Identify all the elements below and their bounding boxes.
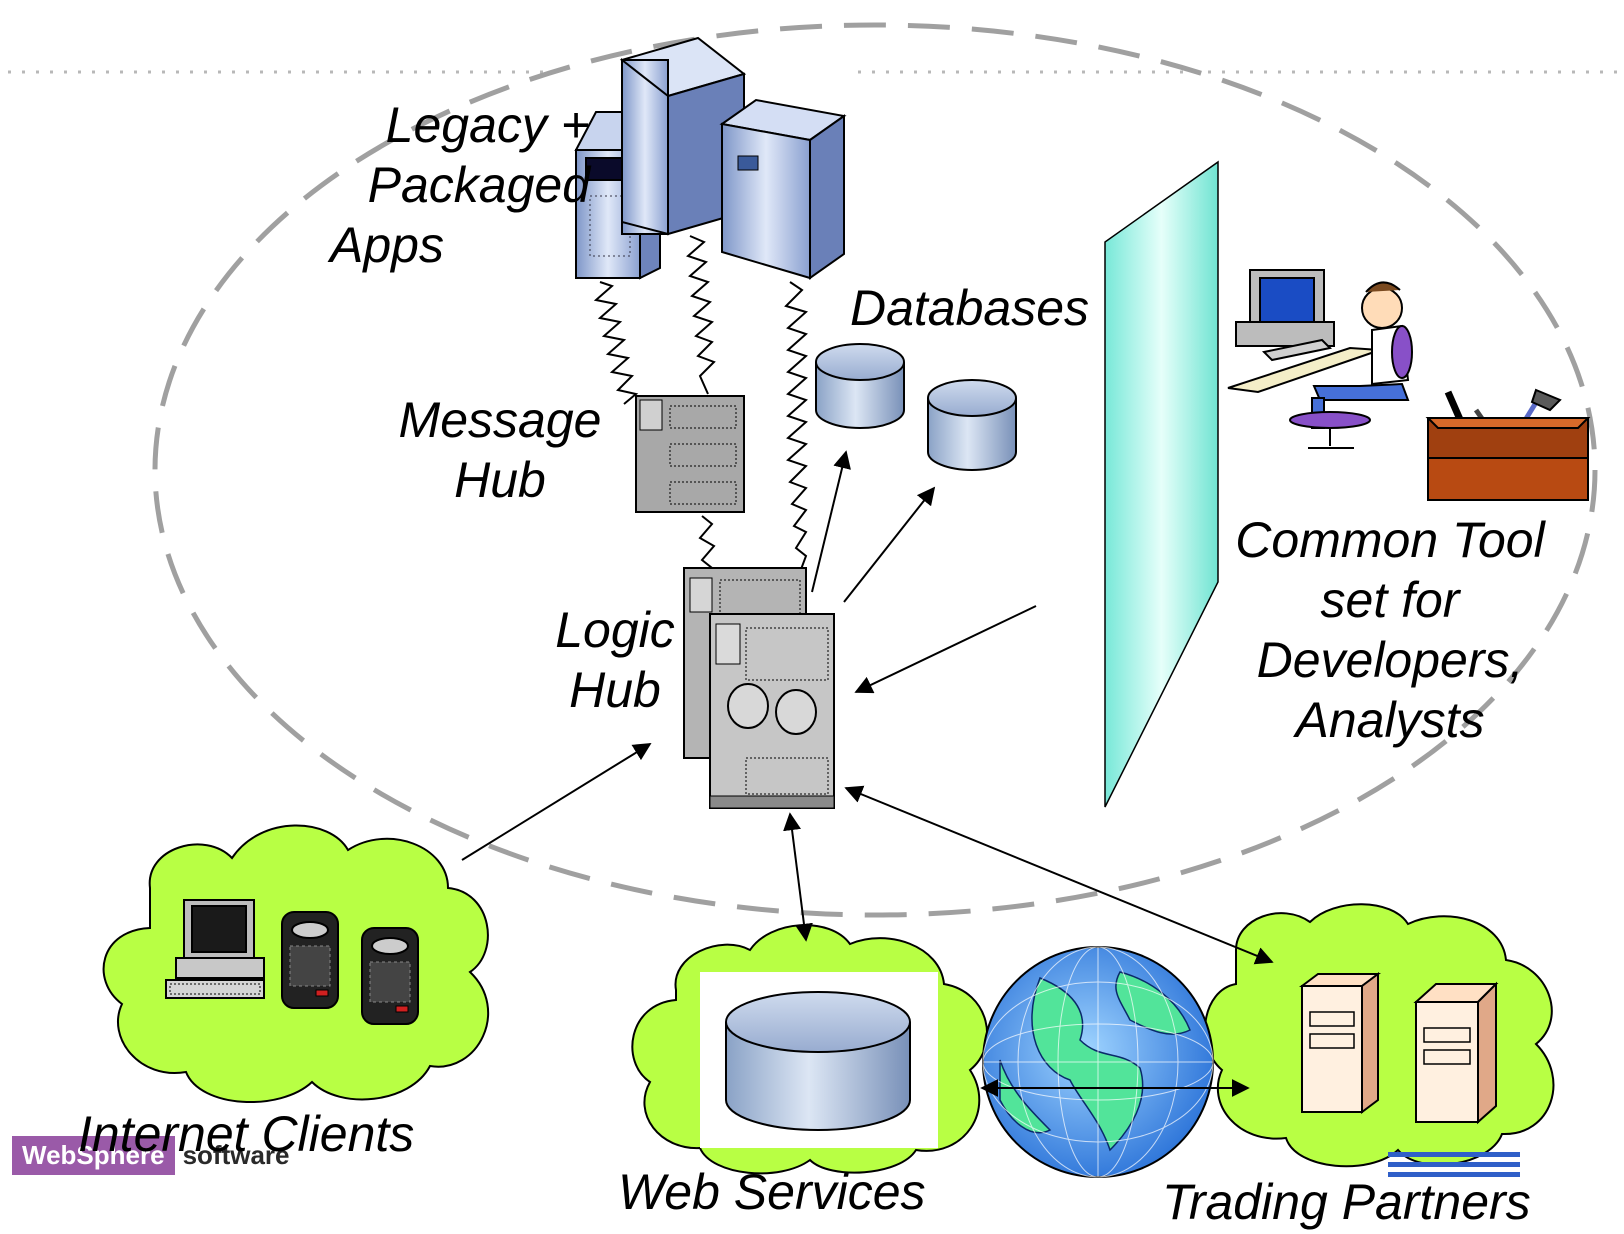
flow-arrows [461, 450, 1274, 1097]
ibm-logo-icon [1388, 1152, 1520, 1177]
logic-hub-label: Logic Hub [540, 600, 690, 720]
server-tower-icon [574, 36, 847, 280]
arrow-logic-webservices [783, 812, 813, 942]
message-line-1: Message [398, 392, 602, 448]
legacy-line-3: Apps [330, 217, 444, 273]
tools-label: Common Tool set for Developers, Analysts [1200, 510, 1580, 750]
tools-line-3: Developers, [1256, 632, 1524, 688]
toolbox-icon [1425, 388, 1591, 501]
arrow-clients-to-logic [461, 743, 652, 861]
database-icon [725, 991, 911, 1131]
logic-line-2: Hub [569, 662, 661, 718]
arrow-logic-to-database-1 [811, 450, 851, 593]
trading-partners-label: Trading Partners [1162, 1174, 1531, 1230]
logic-line-1: Logic [555, 602, 675, 658]
legacy-line-1: Legacy + [385, 97, 590, 153]
handheld-device-icon [281, 911, 339, 1009]
desktop-computer-icon [165, 899, 265, 999]
handheld-device-icon [361, 927, 419, 1025]
internet-clients-label: Internet Clients [78, 1106, 415, 1162]
globe-icon [982, 946, 1214, 1178]
arrow-logic-to-database-2 [843, 486, 936, 603]
databases-label: Databases [850, 280, 1090, 336]
arrow-logic-trading [844, 785, 1274, 965]
websphere-logo: WebSphere software [12, 1134, 289, 1176]
partner-server-icon [1413, 981, 1499, 1125]
legacy-line-2: Packaged [367, 157, 590, 213]
tools-line-4: Analysts [1295, 692, 1485, 748]
database-icon [927, 379, 1017, 471]
trading-partners-cloud [1204, 903, 1555, 1168]
developer-workstation-icon [1227, 269, 1413, 449]
legacy-apps-label: Legacy + Packaged Apps [330, 95, 590, 275]
message-line-2: Hub [454, 452, 546, 508]
tools-line-2: set for [1320, 572, 1460, 628]
logic-hub-icon [683, 567, 835, 809]
message-hub-label: Message Hub [385, 390, 615, 510]
partner-server-icon [1299, 972, 1381, 1114]
tools-line-1: Common Tool [1235, 512, 1545, 568]
websphere-product: software [182, 1139, 290, 1170]
web-services-label: Web Services [618, 1164, 926, 1220]
database-icon [815, 343, 905, 429]
message-hub-icon [635, 395, 745, 513]
websphere-brand: WebSphere [12, 1135, 175, 1175]
arrow-tools-to-logic [854, 605, 1037, 694]
